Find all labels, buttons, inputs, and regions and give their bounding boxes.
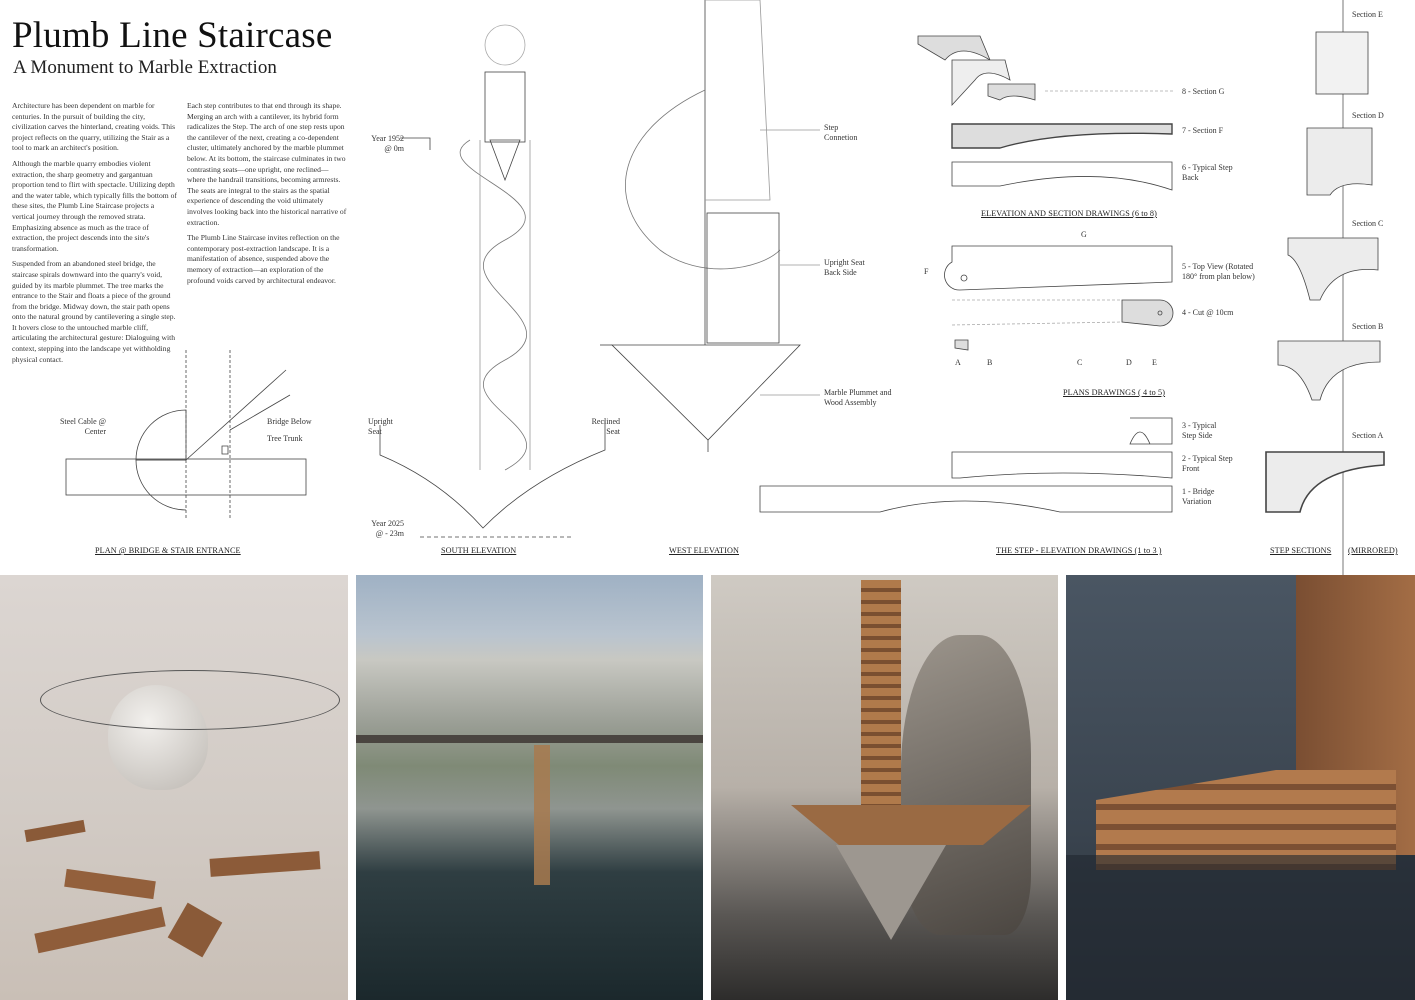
label-top-view: 5 - Top View (Rotated 180° from plan bel… — [1182, 262, 1255, 281]
render-seat-detail — [1066, 575, 1415, 1000]
label-typical-step-side: 3 - Typical Step Side — [1182, 421, 1217, 440]
cable-loop — [40, 670, 340, 730]
label-typical-step-front: 2 - Typical Step Front — [1182, 454, 1233, 473]
wood-step-model — [64, 868, 156, 900]
cut-marker-a: A — [955, 358, 961, 367]
paragraph: Architecture has been dependent on marbl… — [12, 101, 176, 153]
wood-step-model — [24, 819, 86, 843]
drawings — [65, 0, 1385, 575]
label-tree-trunk: Tree Trunk — [267, 434, 303, 443]
west-elevation-drawing — [600, 0, 820, 452]
description-col-2: Each step contributes to that end throug… — [187, 101, 347, 291]
step-drawings — [759, 35, 1175, 513]
cut-marker-f: F — [924, 267, 929, 276]
label-section-g: 8 - Section G — [1182, 87, 1225, 96]
caption-elevation-section: ELEVATION AND SECTION DRAWINGS (6 to 8) — [981, 209, 1157, 218]
description-col-1: Architecture has been dependent on marbl… — [12, 101, 178, 370]
render-model-pieces — [0, 575, 348, 1000]
caption-mirrored: (MIRRORED) — [1348, 546, 1398, 555]
water-reflection — [1066, 855, 1415, 1000]
caption-step-elevations: THE STEP - ELEVATION DRAWINGS (1 to 3 ) — [996, 546, 1162, 555]
wood-step-model — [34, 906, 166, 954]
steel-bridge — [356, 735, 703, 743]
label-marble-plummet: Marble Plummet and Wood Assembly — [824, 388, 892, 407]
wood-step-model — [167, 902, 223, 958]
label-typical-step-back: 6 - Typical Step Back — [1182, 163, 1233, 182]
label-bridge-below: Bridge Below — [267, 417, 312, 426]
label-upright-seat-back: Upright Seat Back Side — [824, 258, 865, 277]
cut-marker-g: G — [1081, 230, 1087, 239]
cut-marker-c: C — [1077, 358, 1083, 367]
spiral-staircase — [861, 580, 901, 820]
label-section-b: Section B — [1352, 322, 1384, 331]
caption-south-elevation: SOUTH ELEVATION — [441, 546, 517, 555]
cut-marker-b: B — [987, 358, 993, 367]
step-sections-drawing — [1265, 0, 1385, 575]
cut-marker-d: D — [1126, 358, 1132, 367]
caption-plans: PLANS DRAWINGS ( 4 to 5) — [1063, 388, 1166, 397]
label-year-2025: Year 2025 @ - 23m — [371, 519, 404, 538]
wood-step-model — [209, 851, 321, 877]
label-section-d: Section D — [1352, 111, 1384, 120]
seats — [791, 805, 1031, 845]
label-upright-seat: Upright Seat — [368, 417, 393, 436]
label-reclined-seat: Reclined Seat — [591, 417, 620, 436]
render-staircase-closeup — [711, 575, 1058, 1000]
marble-rock — [901, 635, 1031, 935]
caption-step-sections: STEP SECTIONS — [1270, 546, 1332, 555]
paragraph: Each step contributes to that end throug… — [187, 101, 347, 227]
staircase — [534, 745, 550, 885]
label-bridge-variation: 1 - Bridge Variation — [1182, 487, 1215, 506]
paragraph: Although the marble quarry embodies viol… — [12, 158, 177, 253]
label-year-1952: Year 1952 @ 0m — [371, 134, 404, 153]
paragraph: Suspended from an abandoned steel bridge… — [12, 259, 176, 364]
south-elevation-drawing — [379, 24, 606, 538]
label-section-a: Section A — [1352, 431, 1384, 440]
label-section-f: 7 - Section F — [1182, 126, 1224, 135]
label-section-c: Section C — [1352, 219, 1384, 228]
label-steel-cable: Steel Cable @ Center — [59, 417, 106, 436]
plan-drawing — [65, 350, 307, 520]
label-cut-10cm: 4 - Cut @ 10cm — [1182, 308, 1234, 317]
page-title: Plumb Line Staircase — [12, 15, 333, 56]
caption-plan: PLAN @ BRIDGE & STAIR ENTRANCE — [95, 546, 241, 555]
paragraph: The Plumb Line Staircase invites reflect… — [187, 233, 340, 285]
label-section-e: Section E — [1352, 10, 1383, 19]
cut-marker-e: E — [1152, 358, 1157, 367]
label-step-connection: Step Connetion — [824, 123, 858, 142]
page-subtitle: A Monument to Marble Extraction — [13, 57, 277, 78]
caption-west-elevation: WEST ELEVATION — [669, 546, 739, 555]
render-quarry-site — [356, 575, 703, 1000]
